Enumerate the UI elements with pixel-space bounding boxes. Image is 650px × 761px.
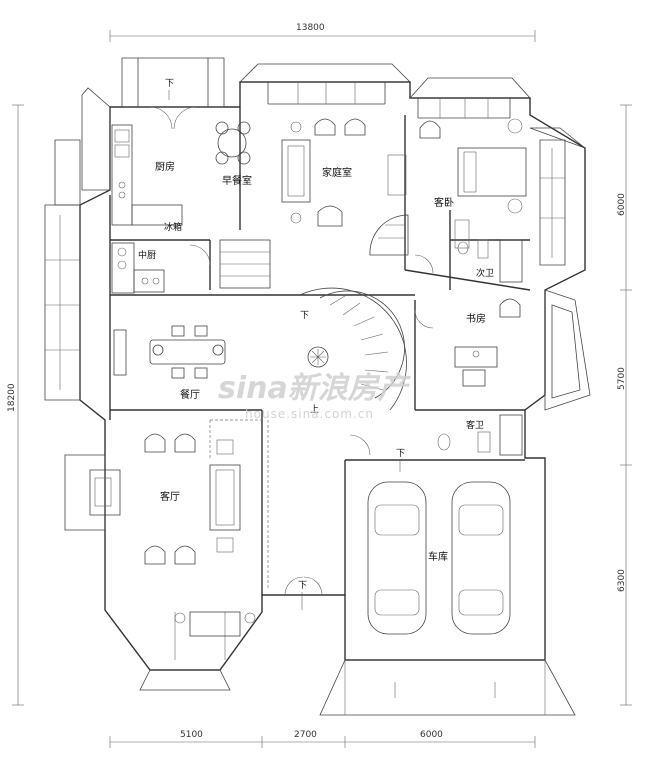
- marker-garage-door: 下: [396, 449, 405, 459]
- door-swings: [149, 106, 434, 596]
- main-staircase: [219, 239, 407, 411]
- dim-right-mid: 5700: [617, 367, 627, 390]
- outer-walls: [44, 57, 591, 691]
- watermark-url: house.sina.com.cn: [245, 407, 374, 421]
- kitchen-fixtures: [111, 124, 183, 294]
- guest-bedroom-furniture: [419, 118, 527, 283]
- marker-front-entry: 下: [298, 581, 307, 591]
- dim-top-total: 13800: [296, 23, 325, 33]
- room-label-dining: 餐厅: [180, 388, 200, 401]
- room-label-guest-bath: 客卫: [466, 419, 484, 431]
- marker-stair-up: 上: [310, 404, 319, 415]
- marker-stair-down: 下: [300, 311, 309, 321]
- dim-bottom-left: 5100: [180, 730, 203, 740]
- watermark-brand: sina新浪房产: [218, 371, 412, 406]
- guest-bath-fixtures: [437, 414, 523, 456]
- marker-entry-top: 下: [165, 79, 174, 89]
- dim-right-top: 6000: [617, 193, 627, 216]
- room-label-living: 客厅: [160, 490, 180, 503]
- room-label-garage: 车库: [428, 550, 448, 563]
- dining-furniture: [113, 325, 226, 379]
- direction-markers: 下 下 上 下 下: [165, 79, 405, 610]
- garage-cars: [319, 481, 576, 716]
- room-label-secondary-bath: 次卫: [476, 267, 494, 279]
- dim-right-bottom: 6300: [617, 569, 627, 592]
- room-label-kitchen: 厨房: [155, 160, 175, 173]
- dim-bottom-mid: 2700: [294, 730, 317, 740]
- room-label-fridge: 冰箱: [164, 221, 182, 233]
- dim-bottom-right: 6000: [420, 730, 443, 740]
- interior-walls: [109, 107, 531, 595]
- room-label-study: 书房: [466, 312, 486, 325]
- room-label-breakfast: 早餐室: [222, 174, 252, 187]
- room-label-family-room: 家庭室: [322, 166, 352, 179]
- dim-left-total: 18200: [7, 383, 17, 412]
- living-furniture: [144, 433, 256, 637]
- room-labels: 厨房 早餐室 家庭室 客卧 冰箱 中厨 次卫 书房 餐厅 客卫 客厅 车库: [138, 160, 494, 563]
- study-furniture: [454, 298, 521, 387]
- dimension-lines: 13800 18200 6000 5700 6300 5100 2700 600…: [7, 23, 632, 748]
- room-label-chinese-kitchen: 中厨: [138, 249, 156, 261]
- room-label-guest-bedroom: 客卧: [434, 196, 454, 209]
- breakfast-furniture: [215, 118, 409, 256]
- watermark: sina新浪房产 house.sina.com.cn: [218, 371, 412, 421]
